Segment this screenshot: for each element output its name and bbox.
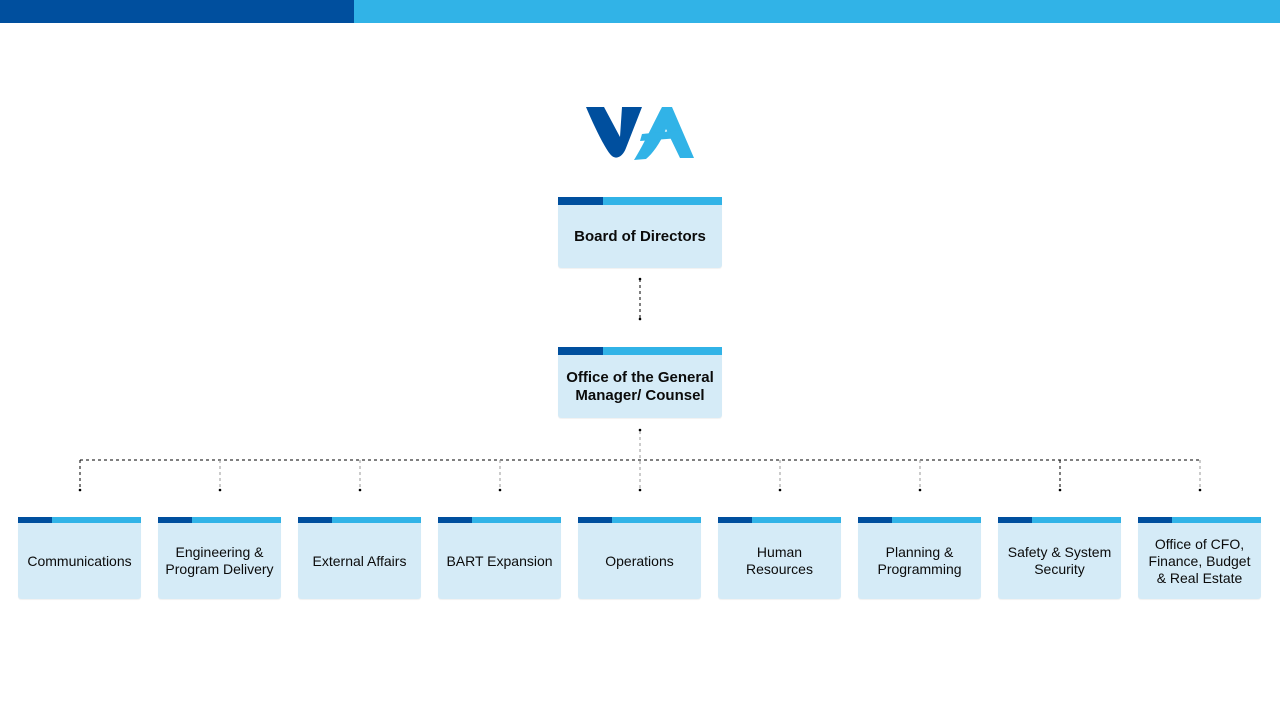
vta-logo-icon — [586, 107, 694, 160]
org-box-department: External Affairs — [298, 517, 421, 599]
box-accent-light — [612, 517, 701, 523]
box-accent-dark — [558, 197, 603, 205]
box-accent-light — [192, 517, 281, 523]
org-box-label: Board of Directors — [574, 227, 706, 245]
box-accent-dark — [158, 517, 192, 523]
top-accent-bar-light — [354, 0, 1280, 23]
box-accent-dark — [998, 517, 1032, 523]
org-box-label: Operations — [605, 552, 674, 569]
box-accent-light — [603, 197, 722, 205]
org-box-label: Human Resources — [746, 544, 813, 577]
box-accent-dark — [18, 517, 52, 523]
box-accent-dark — [578, 517, 612, 523]
box-accent-dark — [858, 517, 892, 523]
box-accent-light — [1032, 517, 1121, 523]
box-accent-light — [752, 517, 841, 523]
org-box-label: Communications — [27, 552, 132, 569]
top-accent-bar-dark — [0, 0, 354, 23]
org-box-label: BART Expansion — [446, 552, 553, 569]
org-box-label: Engineering & Program Delivery — [165, 544, 274, 577]
org-box-department: Human Resources — [718, 517, 841, 599]
org-box-label: Planning & Programming — [877, 544, 962, 577]
org-box-general-manager: Office of the General Manager/ Counsel — [558, 347, 722, 418]
box-accent-light — [892, 517, 981, 523]
org-box-department: Communications — [18, 517, 141, 599]
box-accent-dark — [1138, 517, 1172, 523]
box-accent-light — [472, 517, 561, 523]
org-box-department: BART Expansion — [438, 517, 561, 599]
org-box-department: Safety & System Security — [998, 517, 1121, 599]
box-accent-light — [1172, 517, 1261, 523]
box-accent-dark — [558, 347, 603, 355]
box-accent-light — [332, 517, 421, 523]
org-box-board-of-directors: Board of Directors — [558, 197, 722, 268]
org-box-label: Safety & System Security — [1007, 544, 1112, 577]
org-box-department: Planning & Programming — [858, 517, 981, 599]
org-box-department: Operations — [578, 517, 701, 599]
box-accent-dark — [298, 517, 332, 523]
top-accent-bar — [0, 0, 1280, 23]
box-accent-dark — [718, 517, 752, 523]
org-box-label: External Affairs — [312, 552, 407, 569]
org-box-department: Office of CFO, Finance, Budget & Real Es… — [1138, 517, 1261, 599]
org-box-label: Office of the General Manager/ Counsel — [566, 368, 714, 404]
box-accent-light — [52, 517, 141, 523]
box-accent-light — [603, 347, 722, 355]
org-box-label: Office of CFO, Finance, Budget & Real Es… — [1148, 535, 1251, 586]
org-box-department: Engineering & Program Delivery — [158, 517, 281, 599]
box-accent-dark — [438, 517, 472, 523]
